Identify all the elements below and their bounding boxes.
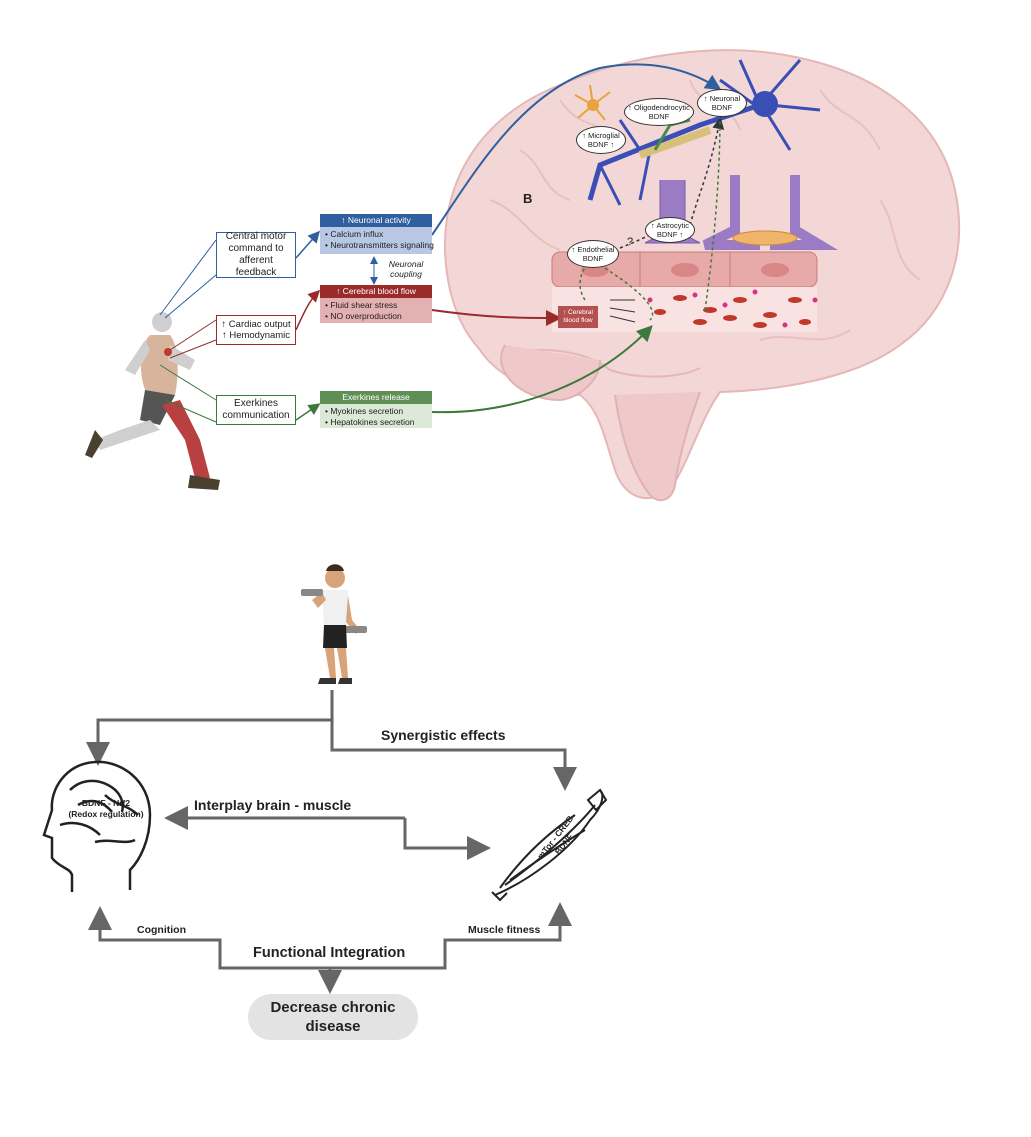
dumbbell-man [301, 564, 367, 684]
exerkines-release-panel: Exerkines release • Myokines secretion •… [320, 391, 432, 428]
motor-command-box: Central motor command to afferent feedba… [216, 231, 296, 278]
decrease-chronic-line: disease [305, 1018, 361, 1035]
exerkines-release-item: • Myokines secretion [325, 406, 404, 416]
cerebral-blood-flow-tag: ↑ Cerebral blood flow [558, 306, 598, 328]
question-mark: ? [627, 236, 634, 248]
cardiac-output-box: ↑ Cardiac output ↑ Hemodynamic [216, 315, 296, 345]
cerebral-blood-flow-panel: ↑ Cerebral blood flow • Fluid shear stre… [320, 285, 432, 323]
head-outline [42, 760, 152, 892]
endothelial-bdnf-label: ↑ Endothelial BDNF [567, 240, 619, 268]
oligodendrocytic-bdnf-label: ↑ Oligodendrocytic BDNF [624, 98, 694, 126]
muscle-outline [491, 788, 608, 902]
brain-pathway-line: (Redox regulation) [68, 809, 144, 819]
panel-letter: B [523, 191, 533, 206]
exerkines-communication-label: Exerkines communication [222, 398, 290, 421]
neuronal-coupling-label: Neuronal coupling [388, 259, 424, 279]
astrocyte-endfeet [644, 175, 839, 250]
neuronal-activity-header: ↑ Neuronal activity [320, 214, 432, 227]
functional-integration-label: Functional Integration [253, 945, 406, 961]
neuronal-bdnf-label: ↑ Neuronal BDNF [697, 89, 747, 117]
brain-pathway-text: BDNF - Nrf2 (Redox regulation) [56, 798, 156, 820]
decrease-chronic-line: Decrease chronic [270, 999, 396, 1016]
muscle-fitness-label: Muscle fitness [468, 924, 541, 936]
cerebral-blood-flow-header: ↑ Cerebral blood flow [320, 285, 432, 298]
cerebral-blood-flow-item: • NO overproduction [325, 311, 402, 321]
cardiac-output-label: ↑ Cardiac output ↑ Hemodynamic [221, 319, 291, 341]
exerkines-release-header: Exerkines release [320, 391, 432, 404]
exerkines-communication-box: Exerkines communication [216, 395, 296, 425]
neuronal-activity-item: • Calcium influx [325, 229, 384, 239]
astrocytic-bdnf-label: ↑ Astrocytic BDNF ↑ [645, 217, 695, 243]
interplay-label: Interplay brain - muscle [194, 797, 352, 813]
runner-figure [85, 312, 220, 490]
cerebral-blood-flow-item: • Fluid shear stress [325, 300, 398, 310]
neuronal-activity-item: • Neurotransmitters signaling [325, 240, 434, 250]
brain-pathway-line: BDNF - Nrf2 [81, 798, 131, 808]
microglial-bdnf-label: ↑ Microglial BDNF ↑ [576, 126, 626, 154]
synergistic-effects-label: Synergistic effects [381, 727, 506, 743]
motor-command-label: Central motor command to afferent feedba… [225, 231, 287, 278]
decrease-chronic-disease-pill: Decrease chronic disease [248, 994, 418, 1040]
microglia [574, 84, 611, 121]
cognition-label: Cognition [137, 924, 186, 936]
exerkines-release-item: • Hepatokines secretion [325, 417, 415, 427]
neuronal-activity-panel: ↑ Neuronal activity • Calcium influx • N… [320, 214, 434, 254]
